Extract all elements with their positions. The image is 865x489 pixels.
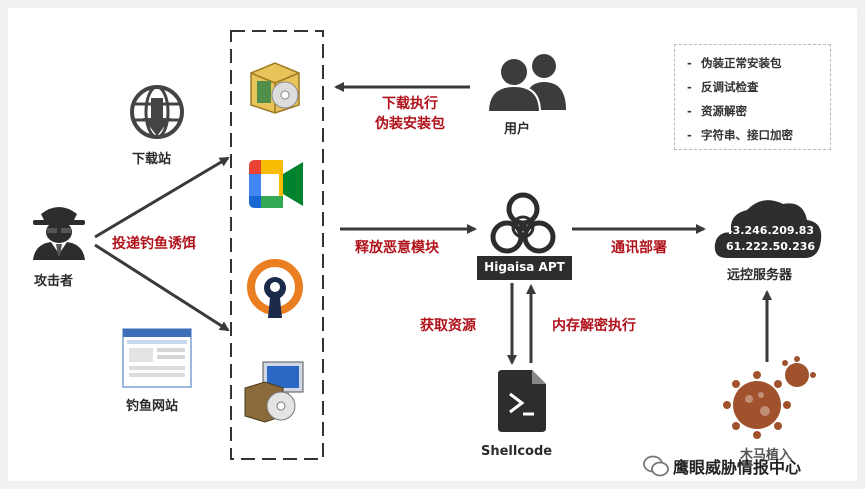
arrow-to-payloads [94,243,230,332]
feature-list-box: -伪装正常安装包 -反调试检查 -资源解密 -字符串、接口加密 [674,44,831,150]
hacker-icon [33,207,85,260]
comm-deploy-label: 通讯部署 [611,240,667,256]
feature-text: 字符串、接口加密 [701,128,793,142]
feature-text: 反调试检查 [701,80,759,94]
feature-item: -资源解密 [687,104,747,118]
payload-column [230,30,324,460]
google-meet-icon [249,160,303,208]
remote-server-label: 远控服务器 [727,268,793,283]
virus-icon [723,356,816,439]
biohazard-icon [490,192,556,254]
users-icon [486,54,566,113]
wechat-icon [643,455,669,477]
release-module-label: 释放恶意模块 [355,240,439,256]
download-exec-line2: 伪装安装包 [375,116,445,132]
feature-item: -伪装正常安装包 [687,56,782,70]
browser-window-icon [122,328,192,388]
server-ip-2: 61.222.50.236 [726,240,816,253]
feature-item: -字符串、接口加密 [687,128,793,142]
download-exec-line1: 下载执行 [382,96,438,112]
download-site-label: 下载站 [132,152,172,167]
download-exec-label: 下载执行 伪装安装包 [368,94,452,134]
malware-overlap-label: 木马植入 [740,448,793,463]
cloud-server-icon [714,200,822,258]
attacker-label: 攻击者 [34,274,74,289]
globe-download-icon [130,85,184,139]
feature-text: 资源解密 [701,104,747,118]
feature-list: -伪装正常安装包 -反调试检查 -资源解密 -字符串、接口加密 [675,45,830,147]
phishing-site-label: 钓鱼网站 [126,399,179,414]
server-ip-1: 43.246.209.83 [725,224,815,237]
mem-decrypt-label: 内存解密执行 [552,318,636,334]
apt-name-badge [477,256,572,280]
feature-item: -反调试检查 [687,80,759,94]
setup-computer-icon [244,361,304,423]
watermark-text: 鹰眼威胁情报中心 [673,458,802,477]
deliver-phishing-label: 投递钓鱼诱饵 [112,236,196,252]
installer-box-icon [250,62,300,114]
shellcode-label: Shellcode [481,444,553,459]
shellcode-file-icon [498,370,546,432]
apt-name-label: Higaisa APT [484,260,565,274]
openvpn-icon [247,259,303,318]
get-resource-label: 获取资源 [420,318,476,334]
feature-text: 伪装正常安装包 [701,56,782,70]
user-label: 用户 [504,122,531,137]
arrow-to-download-site [94,156,230,239]
